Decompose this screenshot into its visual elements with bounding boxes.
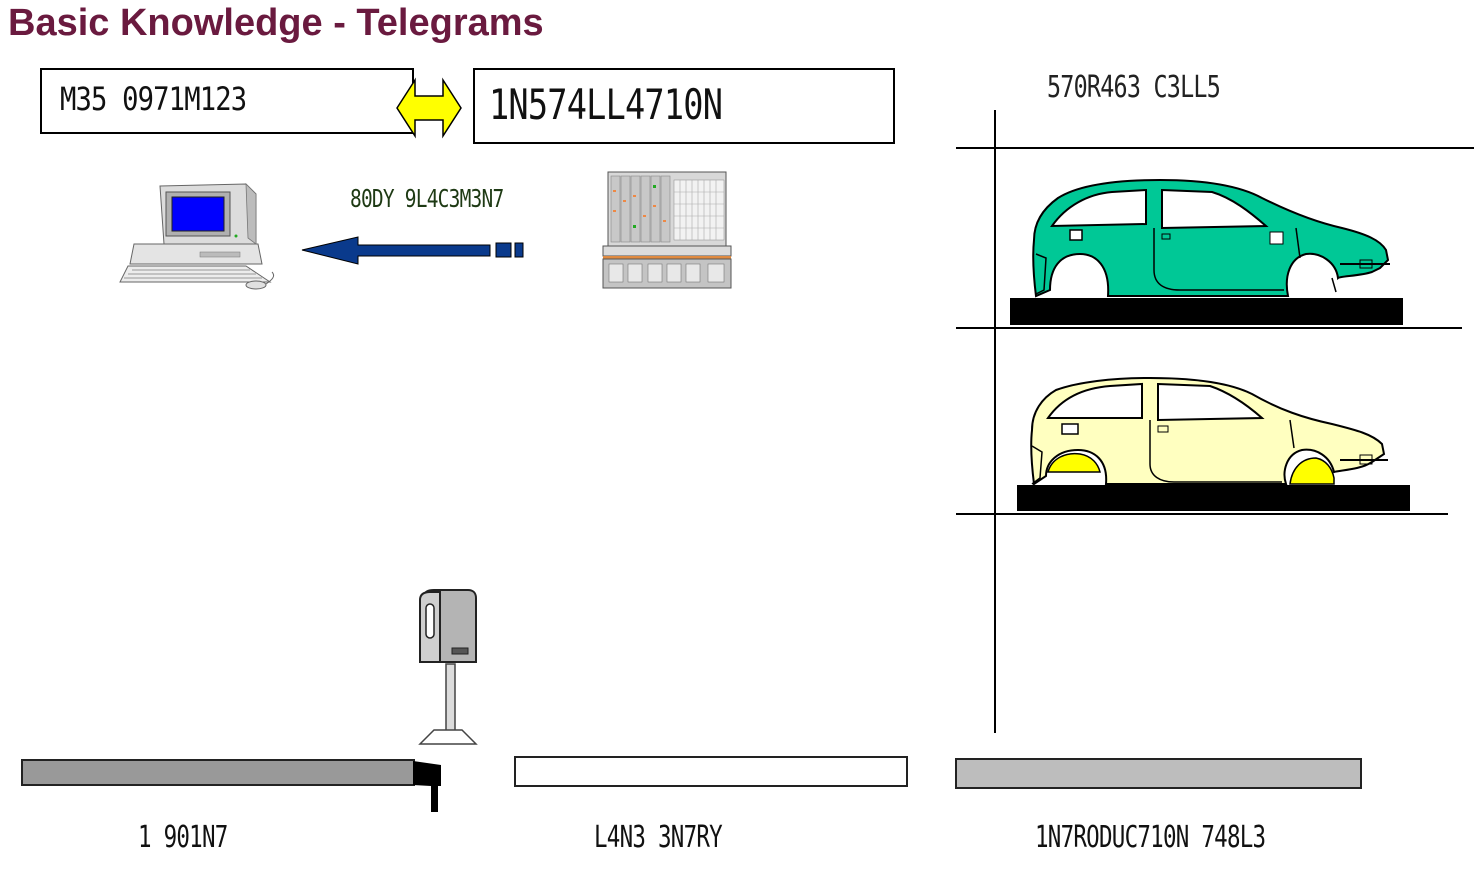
lane-entry-label: L4N3 3N7RY (594, 820, 723, 855)
mes-system-label: M35 0971M123 (60, 80, 247, 118)
introduction-table-conveyor (955, 758, 1362, 789)
car-body-icon (1032, 178, 1390, 298)
storage-cells-label: 570R463 C3LL5 (1047, 70, 1221, 105)
page-title: Basic Knowledge - Telegrams (8, 2, 544, 44)
installation-box: 1N574LL4710N (473, 68, 895, 144)
storage-platform (1017, 485, 1410, 511)
telegram-label: 80DY 9L4C3M3N7 (350, 184, 504, 213)
car-body-icon (1030, 376, 1388, 486)
scan-point-label: 1 901N7 (138, 820, 228, 855)
storage-platform (1010, 298, 1403, 325)
lane-entry-conveyor (514, 756, 908, 787)
installation-label: 1N574LL4710N (489, 80, 723, 129)
scan-point-conveyor (21, 759, 415, 786)
introduction-table-label: 1N7RODUC710N 748L3 (1035, 820, 1266, 855)
mes-system-box: M35 0971M123 (40, 68, 414, 134)
